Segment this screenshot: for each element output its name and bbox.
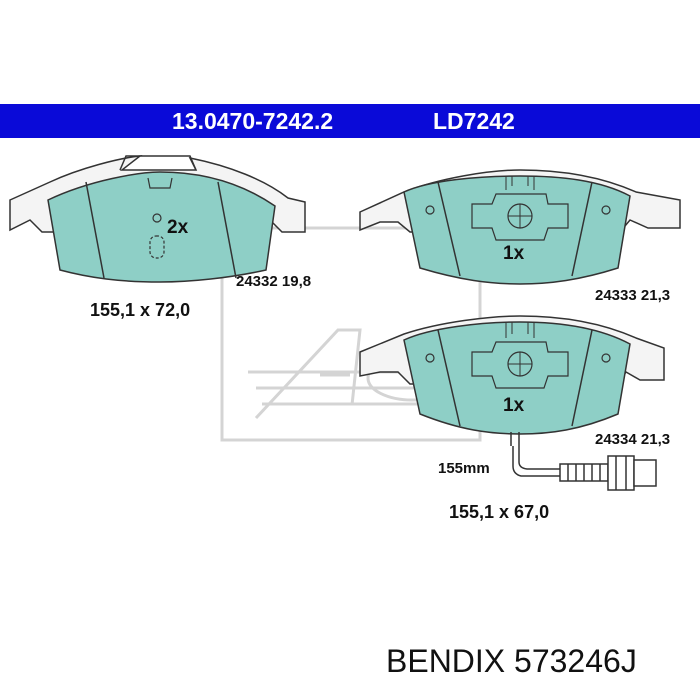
banner-reference: LD7242 xyxy=(433,108,515,134)
footer-part: 573246J xyxy=(514,643,637,679)
brake-pad-2 xyxy=(359,169,681,285)
banner-part-number: 13.0470-7242.2 xyxy=(172,108,334,134)
brake-pad-1 xyxy=(9,154,306,283)
brand-footer: BENDIX 573246J xyxy=(386,643,637,680)
pad-1-quantity: 2x xyxy=(167,217,189,238)
pad-3-dimensions: 155,1 x 67,0 xyxy=(449,502,550,522)
ate-logo-icon xyxy=(220,226,482,442)
part-number-banner xyxy=(0,104,700,138)
wire-length: 155mm xyxy=(438,460,490,477)
footer-brand: BENDIX xyxy=(386,643,506,679)
pad-1-code: 24332 19,8 xyxy=(236,273,312,290)
pad-3-code: 24334 21,3 xyxy=(595,431,671,448)
brake-pad-3 xyxy=(359,315,665,435)
pad-2-quantity: 1x xyxy=(503,243,525,264)
wear-sensor-wire xyxy=(510,432,657,491)
pad-3-quantity: 1x xyxy=(503,395,525,416)
pad-1-dimensions: 155,1 x 72,0 xyxy=(90,300,191,320)
pad-2-code: 24333 21,3 xyxy=(595,287,671,304)
